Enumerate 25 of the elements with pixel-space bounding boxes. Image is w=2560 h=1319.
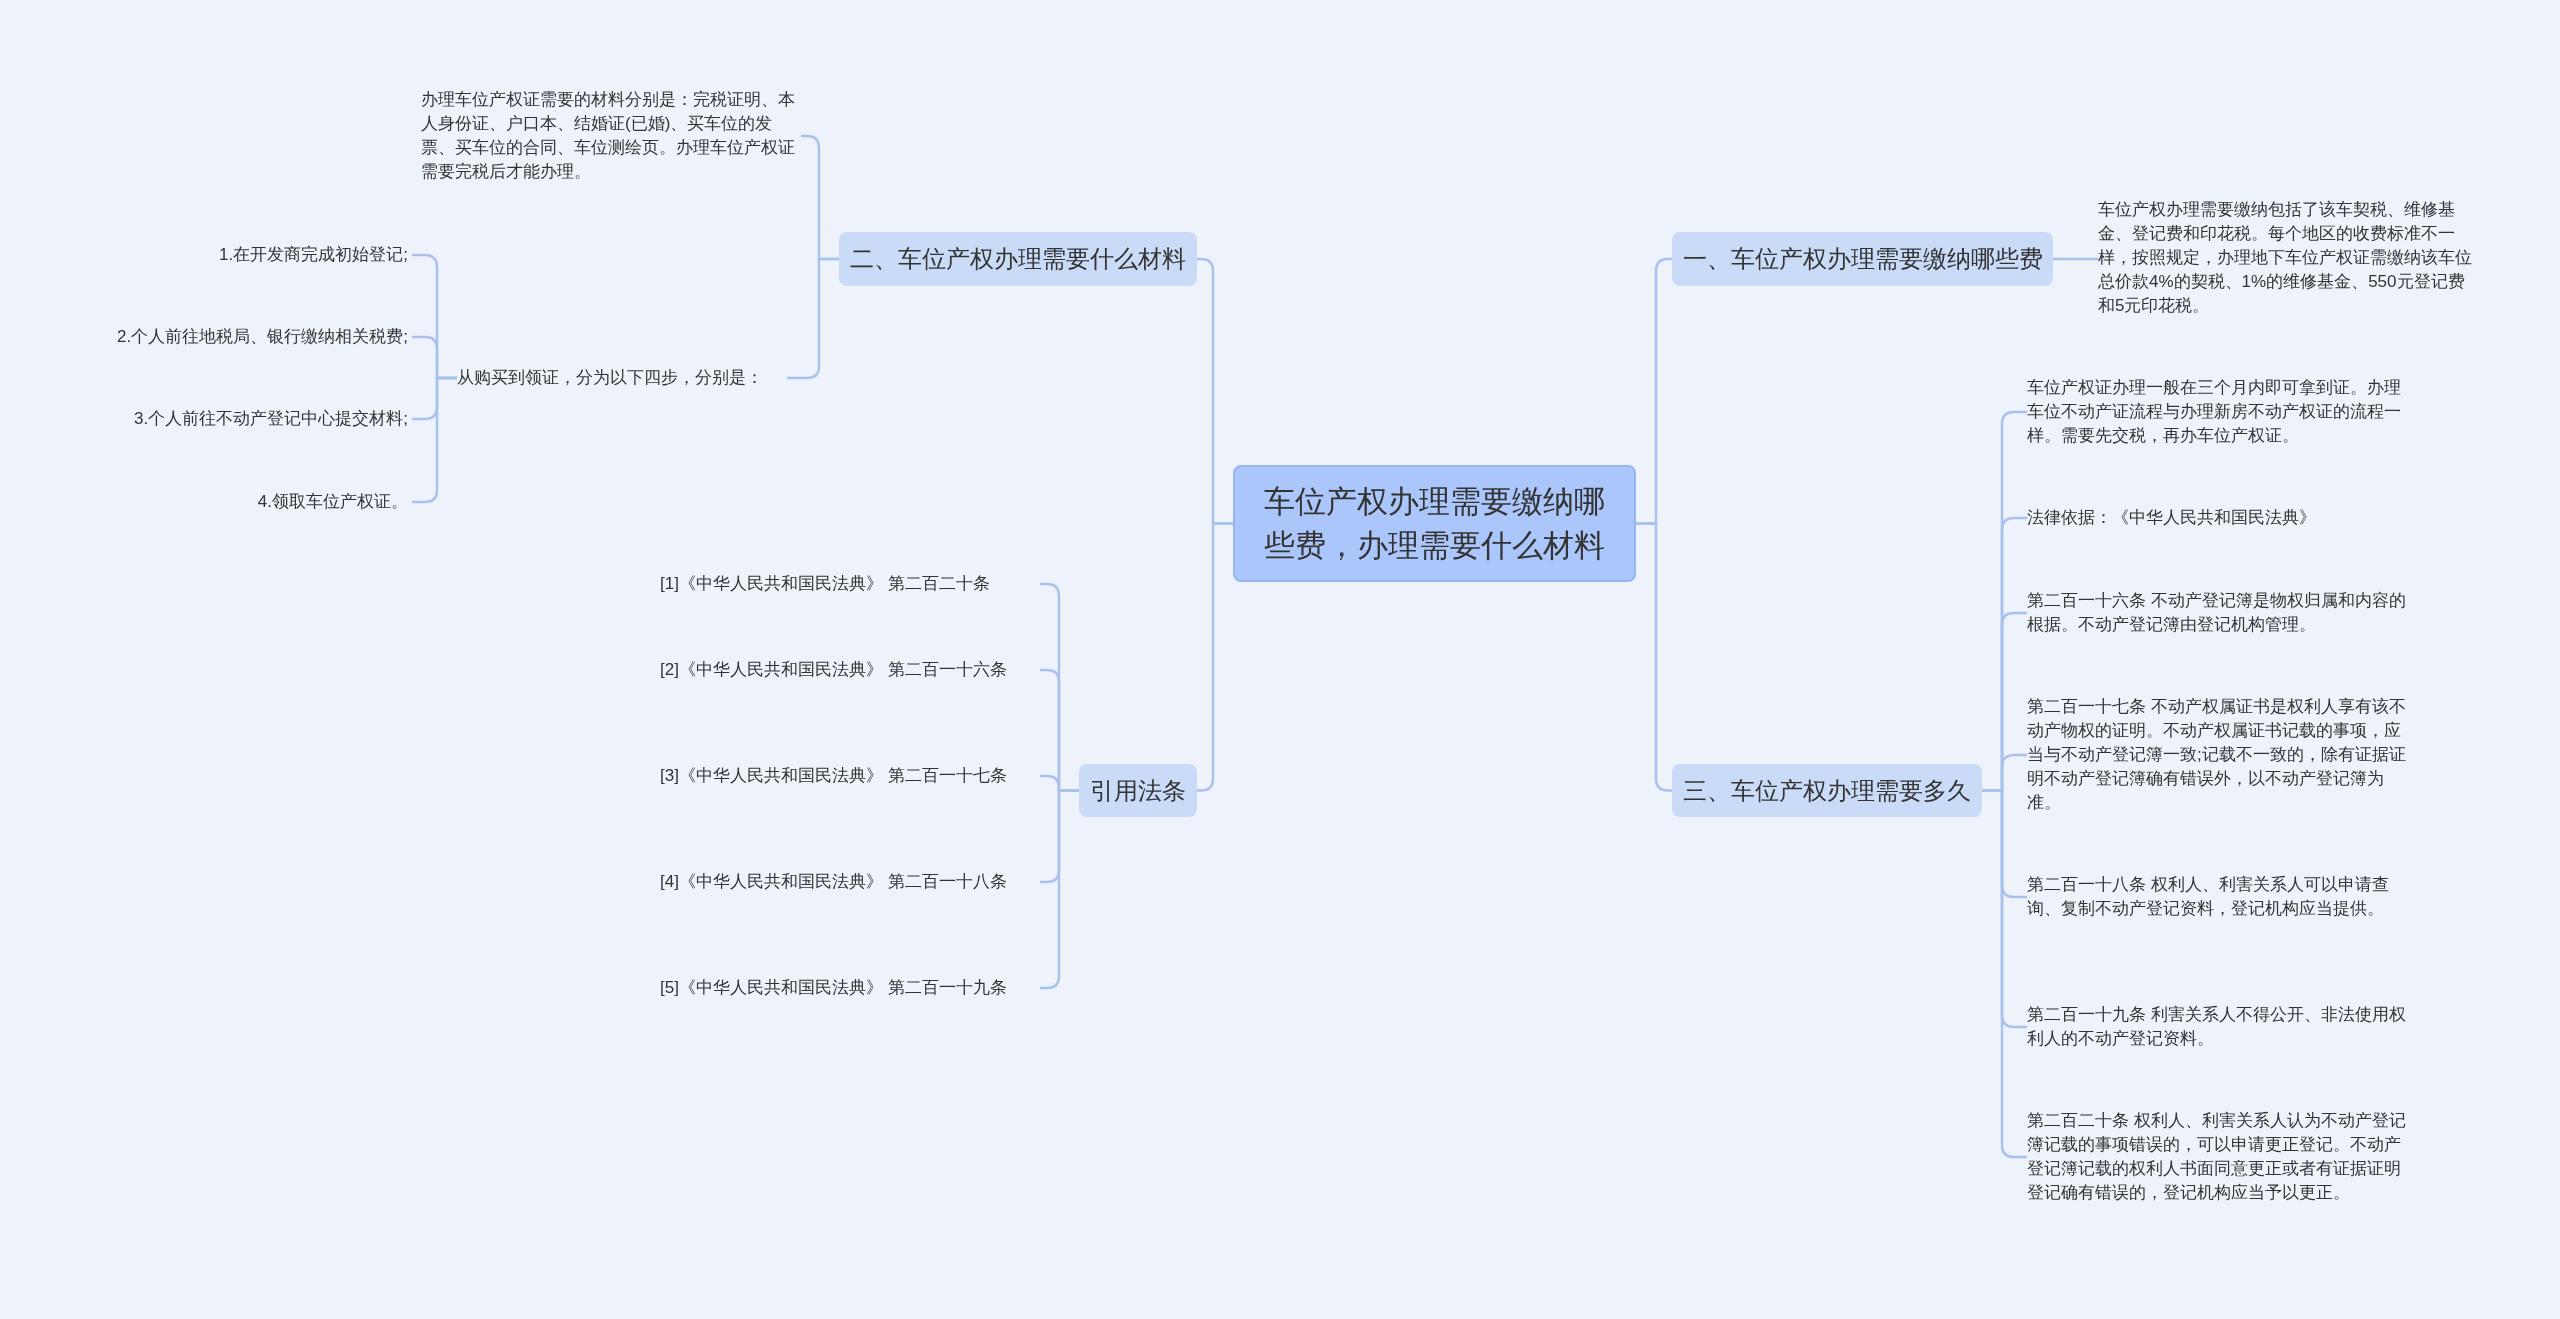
branch-box: 二、车位产权办理需要什么材料 xyxy=(839,232,1197,286)
branch-box: 三、车位产权办理需要多久 xyxy=(1672,764,1982,817)
reference-text: [1]《中华人民共和国民法典》 第二百二十条 xyxy=(660,574,990,593)
article-text: 第二百一十八条 权利人、利害关系人可以申请查询、复制不动产登记资料，登记机构应当提供。 xyxy=(2027,875,2389,918)
step-text: 3.个人前往不动产登记中心提交材料; xyxy=(134,409,408,428)
reference-text: [3]《中华人民共和国民法典》 第二百一十七条 xyxy=(660,766,1007,785)
branch-box: 引用法条 xyxy=(1079,764,1197,817)
connector-line xyxy=(2053,257,2098,261)
note-text: 车位产权证办理一般在三个月内即可拿到证。办理车位不动产证流程与办理新房不动产权证的流程一样。需要先交税，再办车位产权证。 xyxy=(2027,378,2401,445)
branch-box: 一、车位产权办理需要缴纳哪些费 xyxy=(1672,232,2053,286)
note-text: 从购买到领证，分为以下四步，分别是： xyxy=(457,368,763,387)
article-text: 第二百二十条 权利人、利害关系人认为不动产登记簿记载的事项错误的，可以申请更正登记。不动产登记簿记载的权利人书面同意更正或者有证据证明登记确有错误的，登记机构应当予以更正。 xyxy=(2027,1111,2406,1202)
article-text: 第二百一十九条 利害关系人不得公开、非法使用权利人的不动产登记资料。 xyxy=(2027,1005,2406,1048)
step-text: 4.领取车位产权证。 xyxy=(257,492,408,511)
topic-box: 车位产权办理需要缴纳哪些费，办理需要什么材料 xyxy=(1233,465,1636,582)
article-text: 第二百一十六条 不动产登记簿是物权归属和内容的根据。不动产登记簿由登记机构管理。 xyxy=(2027,591,2406,634)
article-text: 第二百一十七条 不动产权属证书是权利人享有该不动产物权的证明。不动产权属证书记载的事项，应当与不动产登记簿一致;记载不一致的，除有证据证明不动产登记簿确有错误外，以不动产登记簿为准。 xyxy=(2027,697,2406,812)
reference-text: [5]《中华人民共和国民法典》 第二百一十九条 xyxy=(660,978,1007,997)
reference-text: [4]《中华人民共和国民法典》 第二百一十八条 xyxy=(660,872,1007,891)
reference-text: [2]《中华人民共和国民法典》 第二百一十六条 xyxy=(660,660,1007,679)
note-text: 法律依据：《中华人民共和国民法典》 xyxy=(2027,508,2316,527)
note-text: 车位产权办理需要缴纳包括了该车契税、维修基金、登记费和印花税。每个地区的收费标准不一样，按照规定，办理地下车位产权证需缴纳该车位总价款4%的契税、1%的维修基金、550元登记费和5元印花税。 xyxy=(2098,200,2472,315)
step-text: 2.个人前往地税局、银行缴纳相关税费; xyxy=(117,327,408,346)
step-text: 1.在开发商完成初始登记; xyxy=(219,245,408,264)
note-text: 办理车位产权证需要的材料分别是：完税证明、本人身份证、户口本、结婚证(已婚)、买车位的发票、买车位的合同、车位测绘页。办理车位产权证需要完税后才能办理。 xyxy=(421,90,795,181)
